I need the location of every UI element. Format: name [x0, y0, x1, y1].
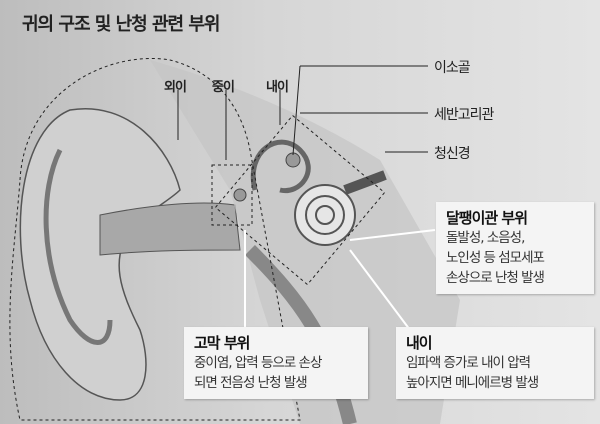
label-outer-ear: 외이	[164, 80, 187, 95]
callout-heading: 고막 부위	[194, 334, 250, 352]
label-semicircular-canals: 세반고리관	[434, 107, 494, 123]
label-auditory-nerve: 청신경	[434, 146, 471, 162]
callout-line: 임파액 증가로 내이 압력	[406, 355, 531, 371]
ear-canal-shape	[99, 202, 241, 256]
callout-line: 손상으로 난청 발생	[446, 270, 545, 286]
label-inner-ear: 내이	[266, 80, 289, 95]
callout-eardrum: 고막 부위 중이염, 압력 등으로 손상 되면 전음성 난청 발생	[184, 327, 368, 399]
callout-line: 높아지면 메니에르병 발생	[406, 375, 539, 391]
auditory-nerve-shape	[343, 170, 387, 195]
semicircular-canals-shape	[250, 139, 311, 194]
eardrum-dashed-box	[211, 164, 253, 226]
callout-heading: 달팽이관 부위	[446, 209, 528, 227]
callout-line: 노인성 등 섬모세포	[446, 250, 545, 266]
callout-inner-ear: 내이 임파액 증가로 내이 압력 높아지면 메니에르병 발생	[396, 327, 594, 399]
cochlea-shape	[294, 184, 356, 246]
callout-line: 중이염, 압력 등으로 손상	[194, 355, 322, 371]
label-ossicles: 이소골	[434, 60, 471, 76]
callout-line: 돌발성, 소음성,	[446, 230, 525, 246]
callout-cochlea: 달팽이관 부위 돌발성, 소음성, 노인성 등 섬모세포 손상으로 난청 발생	[436, 202, 594, 294]
label-middle-ear: 중이	[212, 80, 235, 95]
diagram-title: 귀의 구조 및 난청 관련 부위	[22, 14, 220, 35]
inner-ear-dashed-box	[214, 114, 386, 286]
callout-line: 되면 전음성 난청 발생	[194, 375, 308, 391]
callout-heading: 내이	[406, 334, 433, 352]
